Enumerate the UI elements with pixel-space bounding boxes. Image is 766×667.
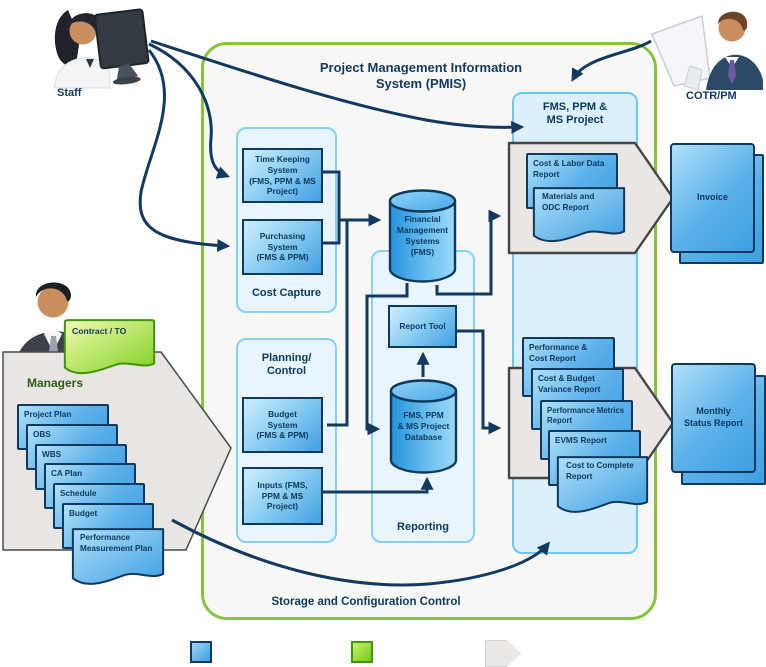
legend-flow-arrow-icon — [485, 640, 521, 667]
purchasing-system-box: Purchasing System (FMS & PPM) — [242, 219, 323, 275]
inputs-label: Inputs (FMS, PPM & MS Project) — [257, 479, 308, 512]
document-materials-odc-report: Materials and ODC Report — [532, 186, 626, 248]
database-cylinder-label: FMS, PPM & MS Project Database — [397, 410, 450, 442]
document-invoice: Invoice — [670, 143, 755, 253]
budget-system-box: Budget System (FMS & PPM) — [242, 397, 323, 453]
time-keeping-system-box: Time Keeping System (FMS, PPM & MS Proje… — [242, 148, 323, 203]
cotr-pm-person-icon — [651, 11, 763, 90]
monthly-status-report-label: Monthly Status Report — [683, 406, 743, 428]
project-plan-label: Project Plan — [24, 410, 72, 419]
document-monthly-status-report: Monthly Status Report — [671, 363, 756, 473]
obs-label: OBS — [33, 430, 51, 439]
managers-label: Managers — [27, 376, 84, 390]
fms-cylinder: Financial Management Systems (FMS) — [388, 188, 457, 284]
document-performance-measurement-plan: Performance Measurement Plan — [71, 527, 165, 591]
contract-to-label: Contract / TO — [72, 326, 127, 336]
schedule-label: Schedule — [60, 489, 97, 498]
inputs-box: Inputs (FMS, PPM & MS Project) — [242, 467, 323, 525]
document-cost-to-complete-report: Cost to Complete Report — [556, 455, 649, 519]
fms-cylinder-label: Financial Management Systems (FMS) — [396, 214, 449, 257]
performance-cost-report-label: Performance & Cost Report — [529, 343, 588, 363]
document-contract-to: Contract / TO — [62, 318, 157, 380]
staff-person-icon — [53, 8, 150, 89]
budget-label: Budget — [69, 509, 98, 518]
staff-label: Staff — [57, 87, 82, 99]
cost-to-complete-report-label: Cost to Complete Report — [566, 461, 634, 481]
evms-report-label: EVMS Report — [555, 436, 607, 445]
ca-plan-label: CA Plan — [51, 469, 83, 478]
reporting-label: Reporting — [397, 521, 449, 533]
cotr-pm-label: COTR/PM — [686, 90, 737, 102]
fms-ppm-msproject-header: FMS, PPM & MS Project — [542, 101, 608, 127]
report-tool-box: Report Tool — [388, 305, 457, 348]
performance-metrics-report-label: Performance Metrics Report — [547, 406, 625, 426]
pmis-title: Project Management Information System (P… — [319, 60, 523, 92]
legend-system-box-icon — [190, 641, 212, 663]
wbs-label: WBS — [42, 450, 62, 459]
cost-labor-report-label: Cost & Labor Data Report — [533, 159, 605, 179]
invoice-label: Invoice — [696, 192, 728, 203]
performance-measurement-plan-label: Performance Measurement Plan — [80, 533, 153, 553]
time-keeping-system-label: Time Keeping System (FMS, PPM & MS Proje… — [249, 153, 316, 197]
purchasing-system-label: Purchasing System (FMS & PPM) — [256, 230, 309, 263]
report-tool-label: Report Tool — [399, 321, 446, 332]
cost-budget-variance-report-label: Cost & Budget Variance Report — [538, 374, 601, 394]
storage-configuration-label: Storage and Configuration Control — [271, 596, 461, 608]
database-cylinder: FMS, PPM & MS Project Database — [389, 378, 458, 475]
materials-odc-report-label: Materials and ODC Report — [542, 192, 595, 212]
planning-control-label: Planning/ Control — [261, 352, 312, 378]
budget-system-label: Budget System (FMS & PPM) — [256, 408, 309, 441]
cost-capture-label: Cost Capture — [251, 287, 322, 299]
legend-contract-document-icon — [351, 641, 373, 663]
